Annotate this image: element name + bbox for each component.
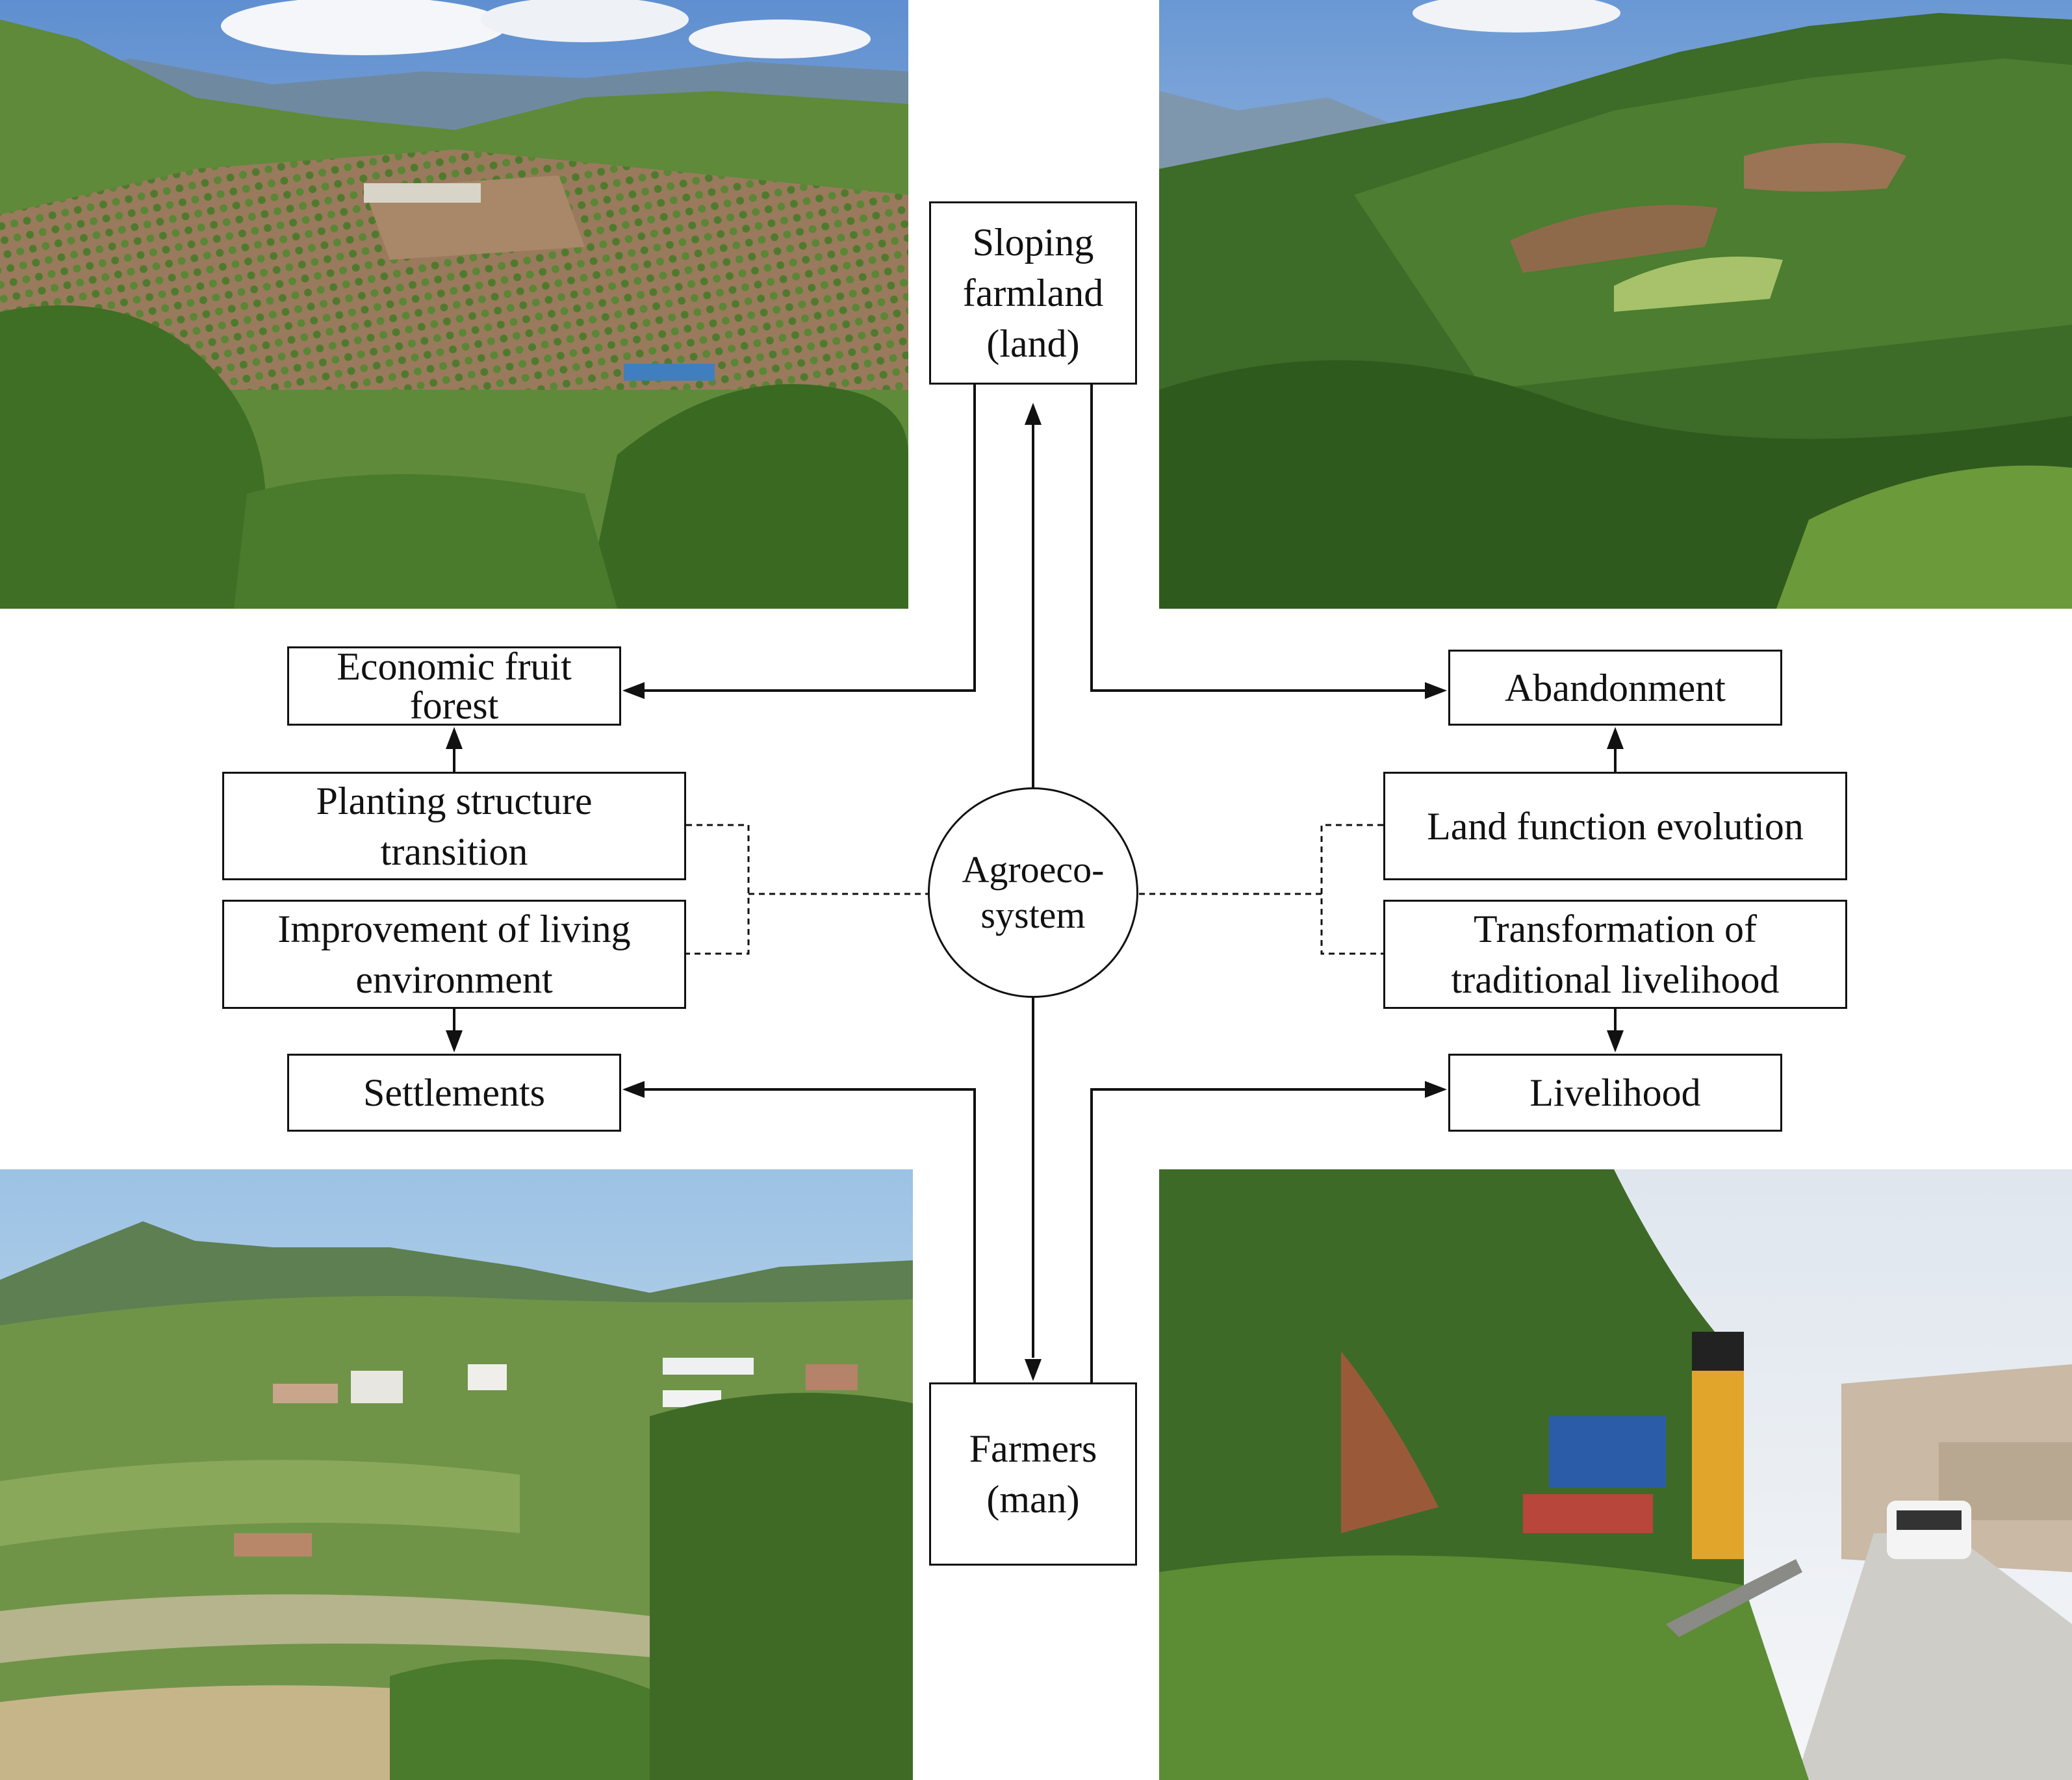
terraced-orchard-hillside-photo [0,0,908,609]
agro-to-farmers-arrowhead [1025,1359,1042,1381]
plant-to-econ-arrowhead [446,727,463,749]
village-settlement-terraces-photo [0,1169,913,1780]
sloping-to-abandon-arrowhead [1425,682,1447,699]
living-environment-improvement-box: Improvement of living environment [222,900,686,1009]
livelihood-transformation-box: Transformation of traditional livelihood [1383,900,1847,1009]
land-function-evolution-label: Land function evolution [1427,804,1804,848]
abandonment-label: Abandonment [1505,666,1726,709]
sloping-farmland-line-1: Sloping [972,221,1094,264]
roadside-village-street-photo [1159,1169,2072,1780]
economic-fruit-forest-box: Economic fruit forest [287,646,621,726]
landfn-to-abandon-arrowhead [1607,727,1624,749]
living-environment-line-2: environment [355,958,553,1001]
livelihood-box: Livelihood [1448,1054,1782,1132]
planting-structure-line-2: transition [380,830,528,873]
sloping-to-econ-arrowhead [622,682,645,699]
economic-fruit-forest-line-1: Economic fruit [337,645,572,688]
farmers-to-livelihood-line [1090,1088,1426,1382]
livelihood-transformation-line-1: Transformation of [1473,908,1758,950]
sloping-farmland-line-3: (land) [986,322,1080,365]
agro-to-sloping-arrowhead [1025,403,1042,425]
transf-to-livelihood-arrowhead [1607,1030,1624,1052]
forested-abandoned-slope-photo [1159,0,2072,609]
farmers-to-livelihood-arrowhead [1425,1081,1447,1098]
economic-fruit-forest-line-2: forest [409,684,499,727]
farmers-line-1: Farmers [969,1427,1097,1470]
planting-structure-transition-box: Planting structure transition [222,772,686,880]
planting-structure-line-1: Planting structure [316,779,593,822]
left-bracket-dashed [686,824,750,955]
farmers-box: Farmers (man) [929,1382,1137,1566]
improve-to-settle-arrowhead [446,1030,463,1052]
farmers-line-2: (man) [986,1478,1080,1521]
farmers-to-settle-line [643,1088,976,1382]
farmers-to-settle-arrowhead [622,1081,645,1098]
land-function-evolution-box: Land function evolution [1383,772,1847,880]
sloping-farmland-line-2: farmland [962,272,1104,314]
livelihood-transformation-line-2: traditional livelihood [1451,958,1780,1001]
sloping-to-econ-line [643,385,976,692]
sloping-farmland-box: Sloping farmland (land) [929,201,1137,385]
agroecosystem-node: Agroeco- system [928,787,1138,998]
agroecosystem-line-1: Agroeco- [962,848,1105,891]
abandonment-box: Abandonment [1448,650,1782,726]
livelihood-label: Livelihood [1529,1071,1701,1114]
agroecosystem-line-2: system [980,894,1086,936]
settlements-label: Settlements [363,1071,545,1114]
right-bracket-dashed [1320,824,1383,955]
sloping-to-abandon-line [1090,385,1426,692]
living-environment-line-1: Improvement of living [277,908,631,950]
settlements-box: Settlements [287,1054,621,1132]
